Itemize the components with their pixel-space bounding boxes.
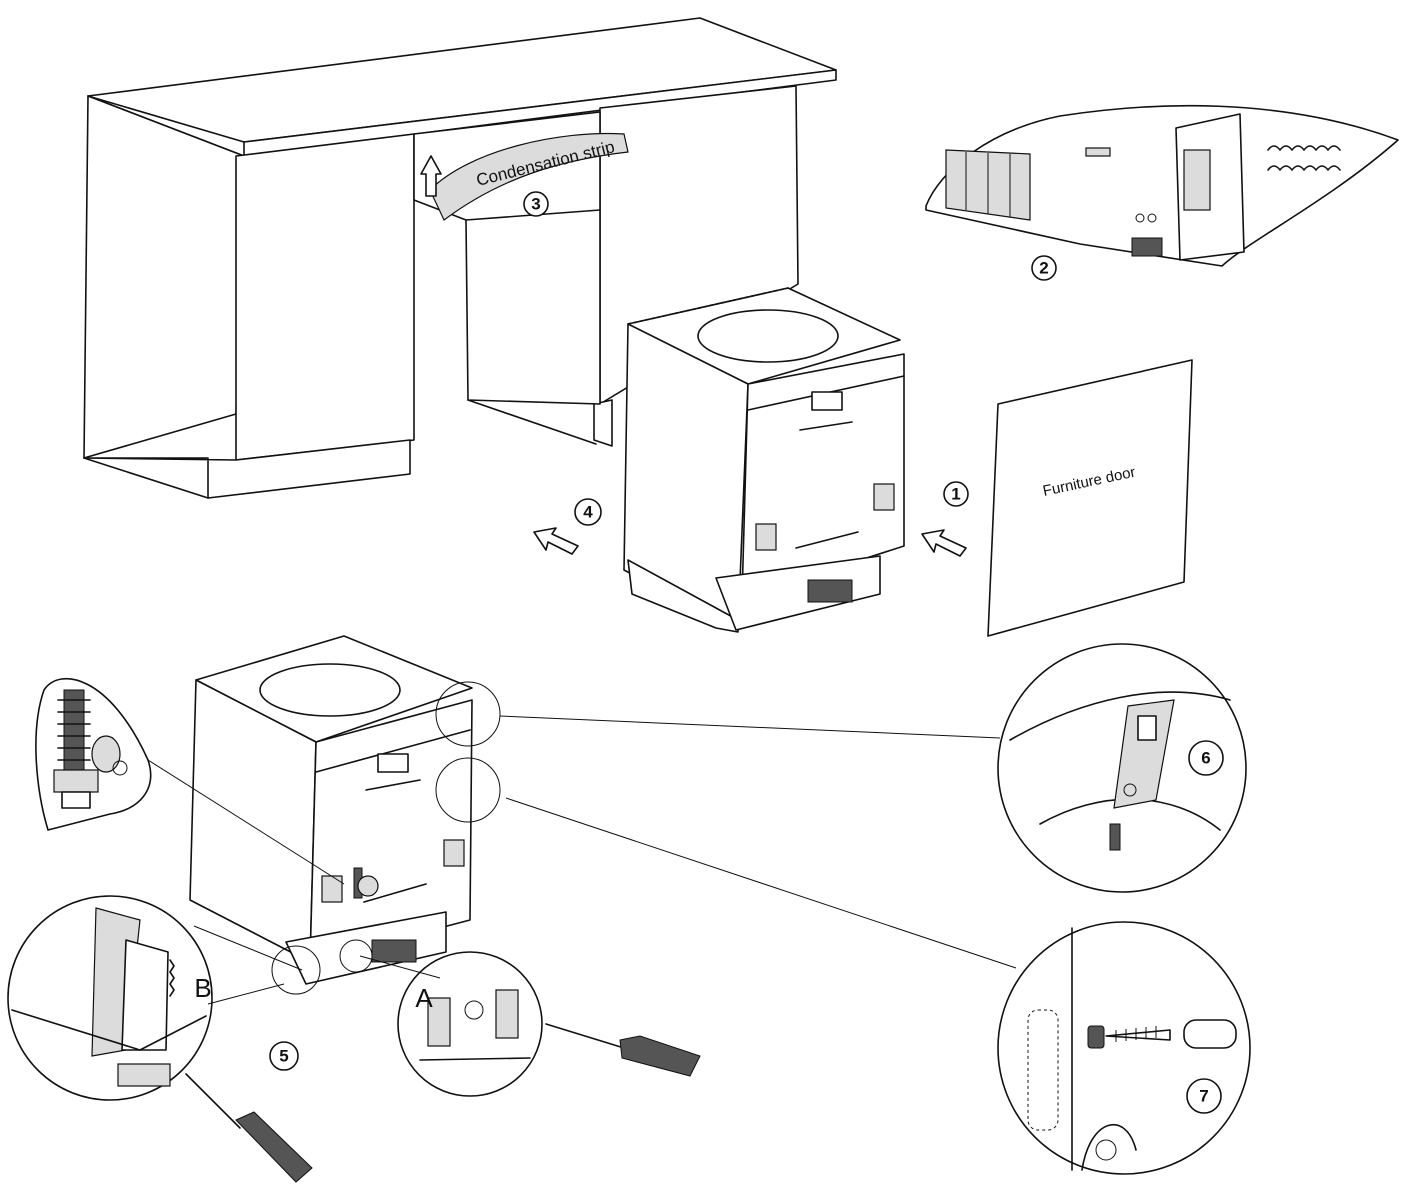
dishwasher-main [623, 287, 905, 633]
screw-icon [1109, 823, 1121, 851]
step-number-5: 5 [269, 1041, 299, 1071]
svg-text:2: 2 [1039, 259, 1048, 278]
detail-7-view [435, 757, 1251, 1175]
step-number-3: 3 [523, 191, 549, 217]
svg-text:3: 3 [531, 195, 540, 214]
dishwasher-side-view [189, 635, 473, 985]
step-number-1: 1 [943, 481, 969, 507]
step-number-4: 4 [574, 498, 602, 526]
hinge-bracket-icon [1113, 699, 1175, 809]
screw-icon [1087, 1025, 1171, 1049]
arrow-icon [533, 527, 579, 555]
base-detail-view [925, 104, 1399, 267]
detail-a-view [339, 939, 543, 1097]
step-number-2: 2 [1031, 255, 1057, 281]
furniture-door-panel [987, 359, 1193, 637]
detail-6-view [435, 643, 1247, 893]
svg-text:4: 4 [583, 503, 593, 522]
detail-b-view [7, 895, 321, 1101]
svg-text:5: 5 [279, 1047, 288, 1066]
svg-text:1: 1 [951, 485, 960, 504]
kitchen-cabinet [83, 17, 837, 499]
adjustable-foot-icon [353, 867, 379, 899]
step-number-7: 7 [1186, 1078, 1222, 1114]
detail-label-b: B [194, 973, 211, 1003]
arrow-icon [420, 155, 442, 197]
step-number-6: 6 [1188, 740, 1224, 776]
svg-text:6: 6 [1201, 749, 1210, 768]
arrow-icon [921, 529, 967, 557]
spring-icon [1267, 145, 1341, 171]
foot-detail-view [35, 677, 345, 885]
svg-text:7: 7 [1199, 1087, 1208, 1106]
screwdriver-icon [185, 1073, 313, 1183]
detail-label-a: A [415, 983, 433, 1013]
screw-icon [91, 735, 128, 776]
screwdriver-icon [545, 1023, 701, 1077]
